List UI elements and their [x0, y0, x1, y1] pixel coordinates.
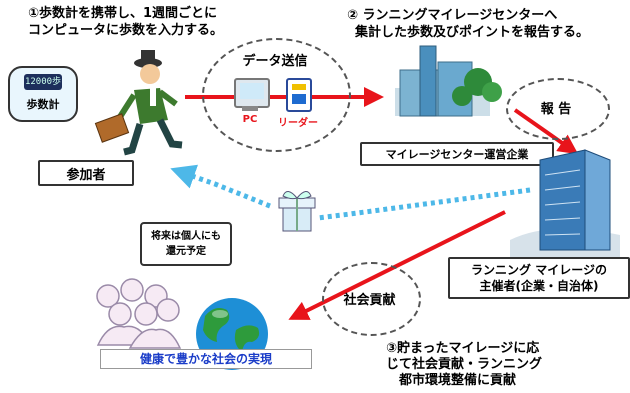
society-banner: 健康で豊かな社会の実現: [100, 349, 312, 369]
pedometer-display: 12000歩: [24, 74, 62, 90]
organizer-label: ランニング マイレージの 主催者(企業・自治体): [448, 257, 630, 299]
future-note: 将来は個人にも 還元予定: [140, 222, 232, 266]
report-oval: [506, 78, 610, 140]
future-note-line1: 将来は個人にも: [151, 231, 221, 242]
step1-line1: ①歩数計を携帯し、1週間ごとに: [28, 6, 218, 21]
data-transfer-title: データ送信: [242, 54, 308, 69]
organizer-line2: 主催者(企業・自治体): [479, 279, 599, 293]
reader-label: リーダー: [278, 118, 318, 129]
social-contribution-label: 社会貢献: [343, 293, 396, 308]
pc-icon: [234, 78, 270, 108]
step3-line2: じて社会貢献・ランニング: [386, 357, 543, 372]
step2-line2: 集計した歩数及びポイントを報告する。: [355, 25, 590, 40]
report-label: 報 告: [540, 102, 572, 117]
step2-line1: ② ランニングマイレージセンターへ: [347, 8, 558, 23]
participant-label: 参加者: [38, 160, 134, 186]
pedometer-label: 歩数計: [26, 98, 60, 111]
organizer-line1: ランニング マイレージの: [471, 263, 607, 277]
step1-line2: コンピュータに歩数を入力する。: [28, 23, 224, 38]
data-transfer-oval: [202, 38, 351, 152]
future-note-line2: 還元予定: [166, 246, 206, 257]
social-contribution-oval: [322, 262, 421, 336]
pc-label: PC: [242, 114, 258, 125]
pc-stand: [242, 106, 258, 111]
center-label: マイレージセンター運営企業: [360, 142, 554, 166]
gift-box-icon: [278, 191, 316, 232]
step3-line3: 都市環境整備に貢献: [399, 373, 517, 388]
reader-icon: [286, 78, 312, 112]
pedometer-bubble: 12000歩 歩数計: [8, 66, 78, 122]
step3-line1: ③貯まったマイレージに応: [386, 341, 540, 356]
arrow-future-return: [317, 187, 531, 221]
